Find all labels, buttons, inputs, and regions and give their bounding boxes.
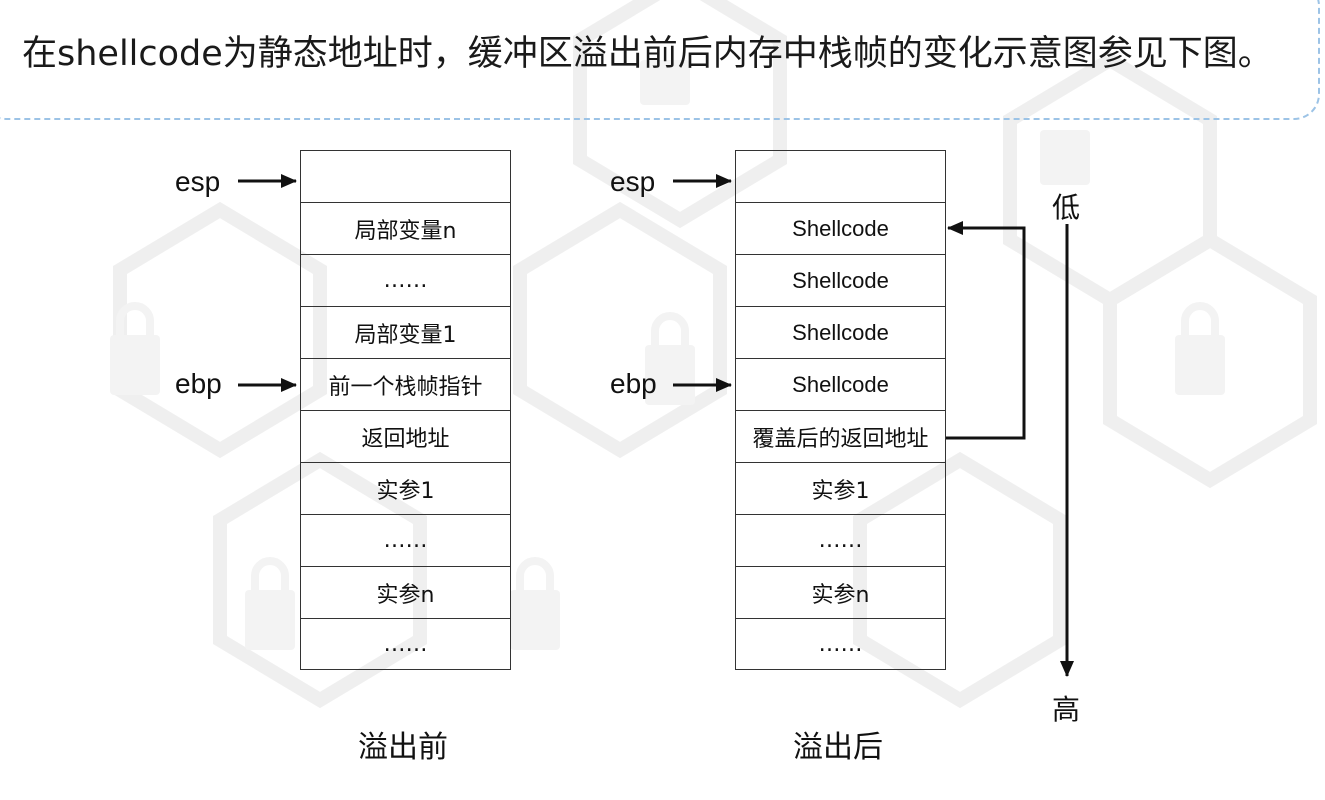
- esp-label-after: esp: [610, 166, 656, 197]
- stack-after-cell-1: Shellcode: [735, 202, 946, 254]
- stack-before-cell-3: 局部变量1: [300, 306, 511, 358]
- stack-after-cell-9: ……: [735, 618, 946, 670]
- stack-before-cell-7: ……: [300, 514, 511, 566]
- lock-icon: [1040, 130, 1090, 185]
- stack-before-cell-0: [300, 150, 511, 202]
- lock-icon: [1175, 335, 1225, 395]
- stack-after-cell-8: 实参n: [735, 566, 946, 618]
- stack-before-cell-6: 实参1: [300, 462, 511, 514]
- lock-icon: [640, 60, 690, 105]
- lock-icon: [645, 345, 695, 405]
- caption-before: 溢出前: [358, 730, 448, 765]
- lock-icon: [510, 590, 560, 650]
- lock-icon: [110, 335, 160, 395]
- stack-before-cell-5: 返回地址: [300, 410, 511, 462]
- stack-after-cell-3: Shellcode: [735, 306, 946, 358]
- stack-after-cell-4: Shellcode: [735, 358, 946, 410]
- lock-icon: [245, 590, 295, 650]
- stack-after-cell-7: ……: [735, 514, 946, 566]
- caption-after: 溢出后: [793, 730, 883, 765]
- stack-after-cell-2: Shellcode: [735, 254, 946, 306]
- stack-before-cell-1: 局部变量n: [300, 202, 511, 254]
- stack-before-cell-4: 前一个栈帧指针: [300, 358, 511, 410]
- ebp-label-after: ebp: [610, 368, 657, 399]
- stack-before-cell-8: 实参n: [300, 566, 511, 618]
- dashed-title-frame: [0, 0, 1320, 120]
- direction-high-label: 高: [1052, 693, 1081, 726]
- stack-after-cell-6: 实参1: [735, 462, 946, 514]
- esp-label-before: esp: [175, 166, 221, 197]
- page-title: 在shellcode为静态地址时，缓冲区溢出前后内存中栈帧的变化示意图参见下图。: [22, 34, 1273, 74]
- stack-before-cell-9: ……: [300, 618, 511, 670]
- ebp-label-before: ebp: [175, 368, 222, 399]
- stack-after-cell-0: [735, 150, 946, 202]
- stack-after-cell-5: 覆盖后的返回地址: [735, 410, 946, 462]
- direction-low-label: 低: [1052, 191, 1081, 224]
- stack-before-cell-2: ……: [300, 254, 511, 306]
